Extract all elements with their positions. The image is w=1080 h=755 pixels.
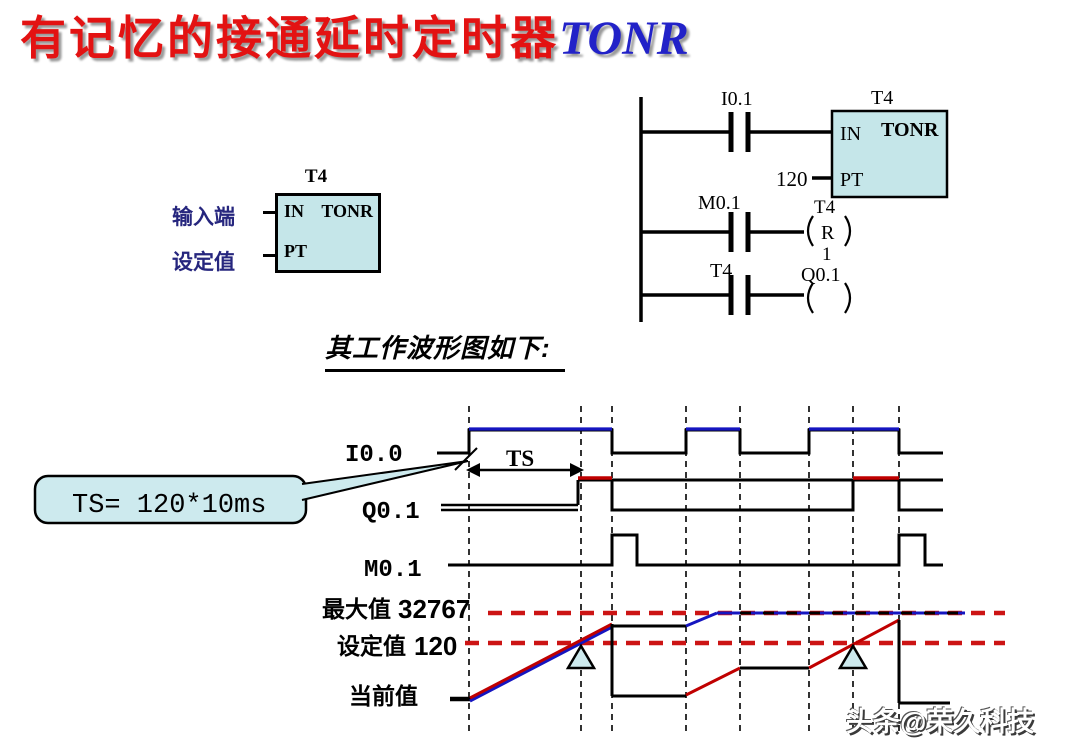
row-label-i00: I0.0 [345,442,403,469]
pin-in-label: IN [284,201,305,221]
output-coil-paren-left [806,282,814,314]
ts-arrowhead-left [466,463,480,477]
reset-coil-count: 1 [822,244,832,265]
tonr-block-type: TONR [881,119,939,141]
reset-coil-operand: T4 [814,197,836,218]
pin-pt-label: PT [284,241,308,261]
set-value-label: 设定值 [337,633,406,659]
function-block-input-label: 输入端 [172,206,235,229]
ts-start-slash [454,447,478,471]
q01-baseline-double [441,503,578,512]
cv-ramp2-red [685,666,741,697]
waveform-heading: 其工作波形图如下: [325,328,565,372]
function-block-preset-label: 设定值 [172,251,235,274]
m01-trace [448,533,943,567]
row-label-q01: Q0.1 [362,499,420,526]
title-chinese: 有记忆的接通延时定时器 [20,13,559,64]
preset-value-120: 120 [776,167,808,191]
ladder-diagram: I0.1 T4 IN TONR PT 120 M0.1 T4 R 1 T4 Q0… [639,87,949,322]
current-value-label: 当前值 [349,683,418,709]
ts-arrowhead-right [570,463,584,477]
pt-pin-stub [263,254,276,257]
timing-diagram: TS I0.0 [33,406,1005,735]
output-coil-operand: Q0.1 [801,264,840,286]
reset-coil-symbol: R [821,222,835,244]
contact-i01-label: I0.1 [721,88,753,110]
tonr-block-pt-pin: PT [840,169,863,191]
ts-label: TS [506,446,534,471]
cv-ramp1-blue [469,625,613,703]
max-value-label: 最大值 [322,596,391,622]
set-value-number: 120 [414,631,457,661]
in-pin-stub [263,211,276,214]
page-title: 有记忆的接通延时定时器TONR [20,2,689,68]
cv-ramp3-red [808,618,900,670]
tonr-block-rect [830,109,949,199]
tonr-block-in-pin: IN [840,123,861,145]
max-value-number: 32767 [398,594,470,624]
cv-ramp1-red [469,622,613,700]
preset-crossing-marker-1 [565,643,597,670]
title-tonr: TONR [559,12,689,65]
cv-noreset-blue-ramp [685,611,718,628]
output-coil-paren-right [844,282,852,314]
tonr-block-timer-name: T4 [871,87,893,109]
reset-coil-paren-right [844,215,852,247]
row-label-m01: M0.1 [364,557,422,584]
tonr-function-block: IN TONR PT [275,193,381,273]
contact-m01-label: M0.1 [698,192,741,214]
watermark: 头条@荣久科技 [846,707,1035,737]
preset-crossing-marker-2 [837,643,869,670]
ts-callout-text: TS= 120*10ms [72,491,266,521]
function-block-timer-name: T4 [304,166,328,187]
contact-t4-label: T4 [710,260,732,282]
q01-trace [576,480,943,512]
ts-callout-tail [301,460,469,501]
reset-coil-paren-left [806,215,814,247]
block-type-label: TONR [321,201,373,221]
